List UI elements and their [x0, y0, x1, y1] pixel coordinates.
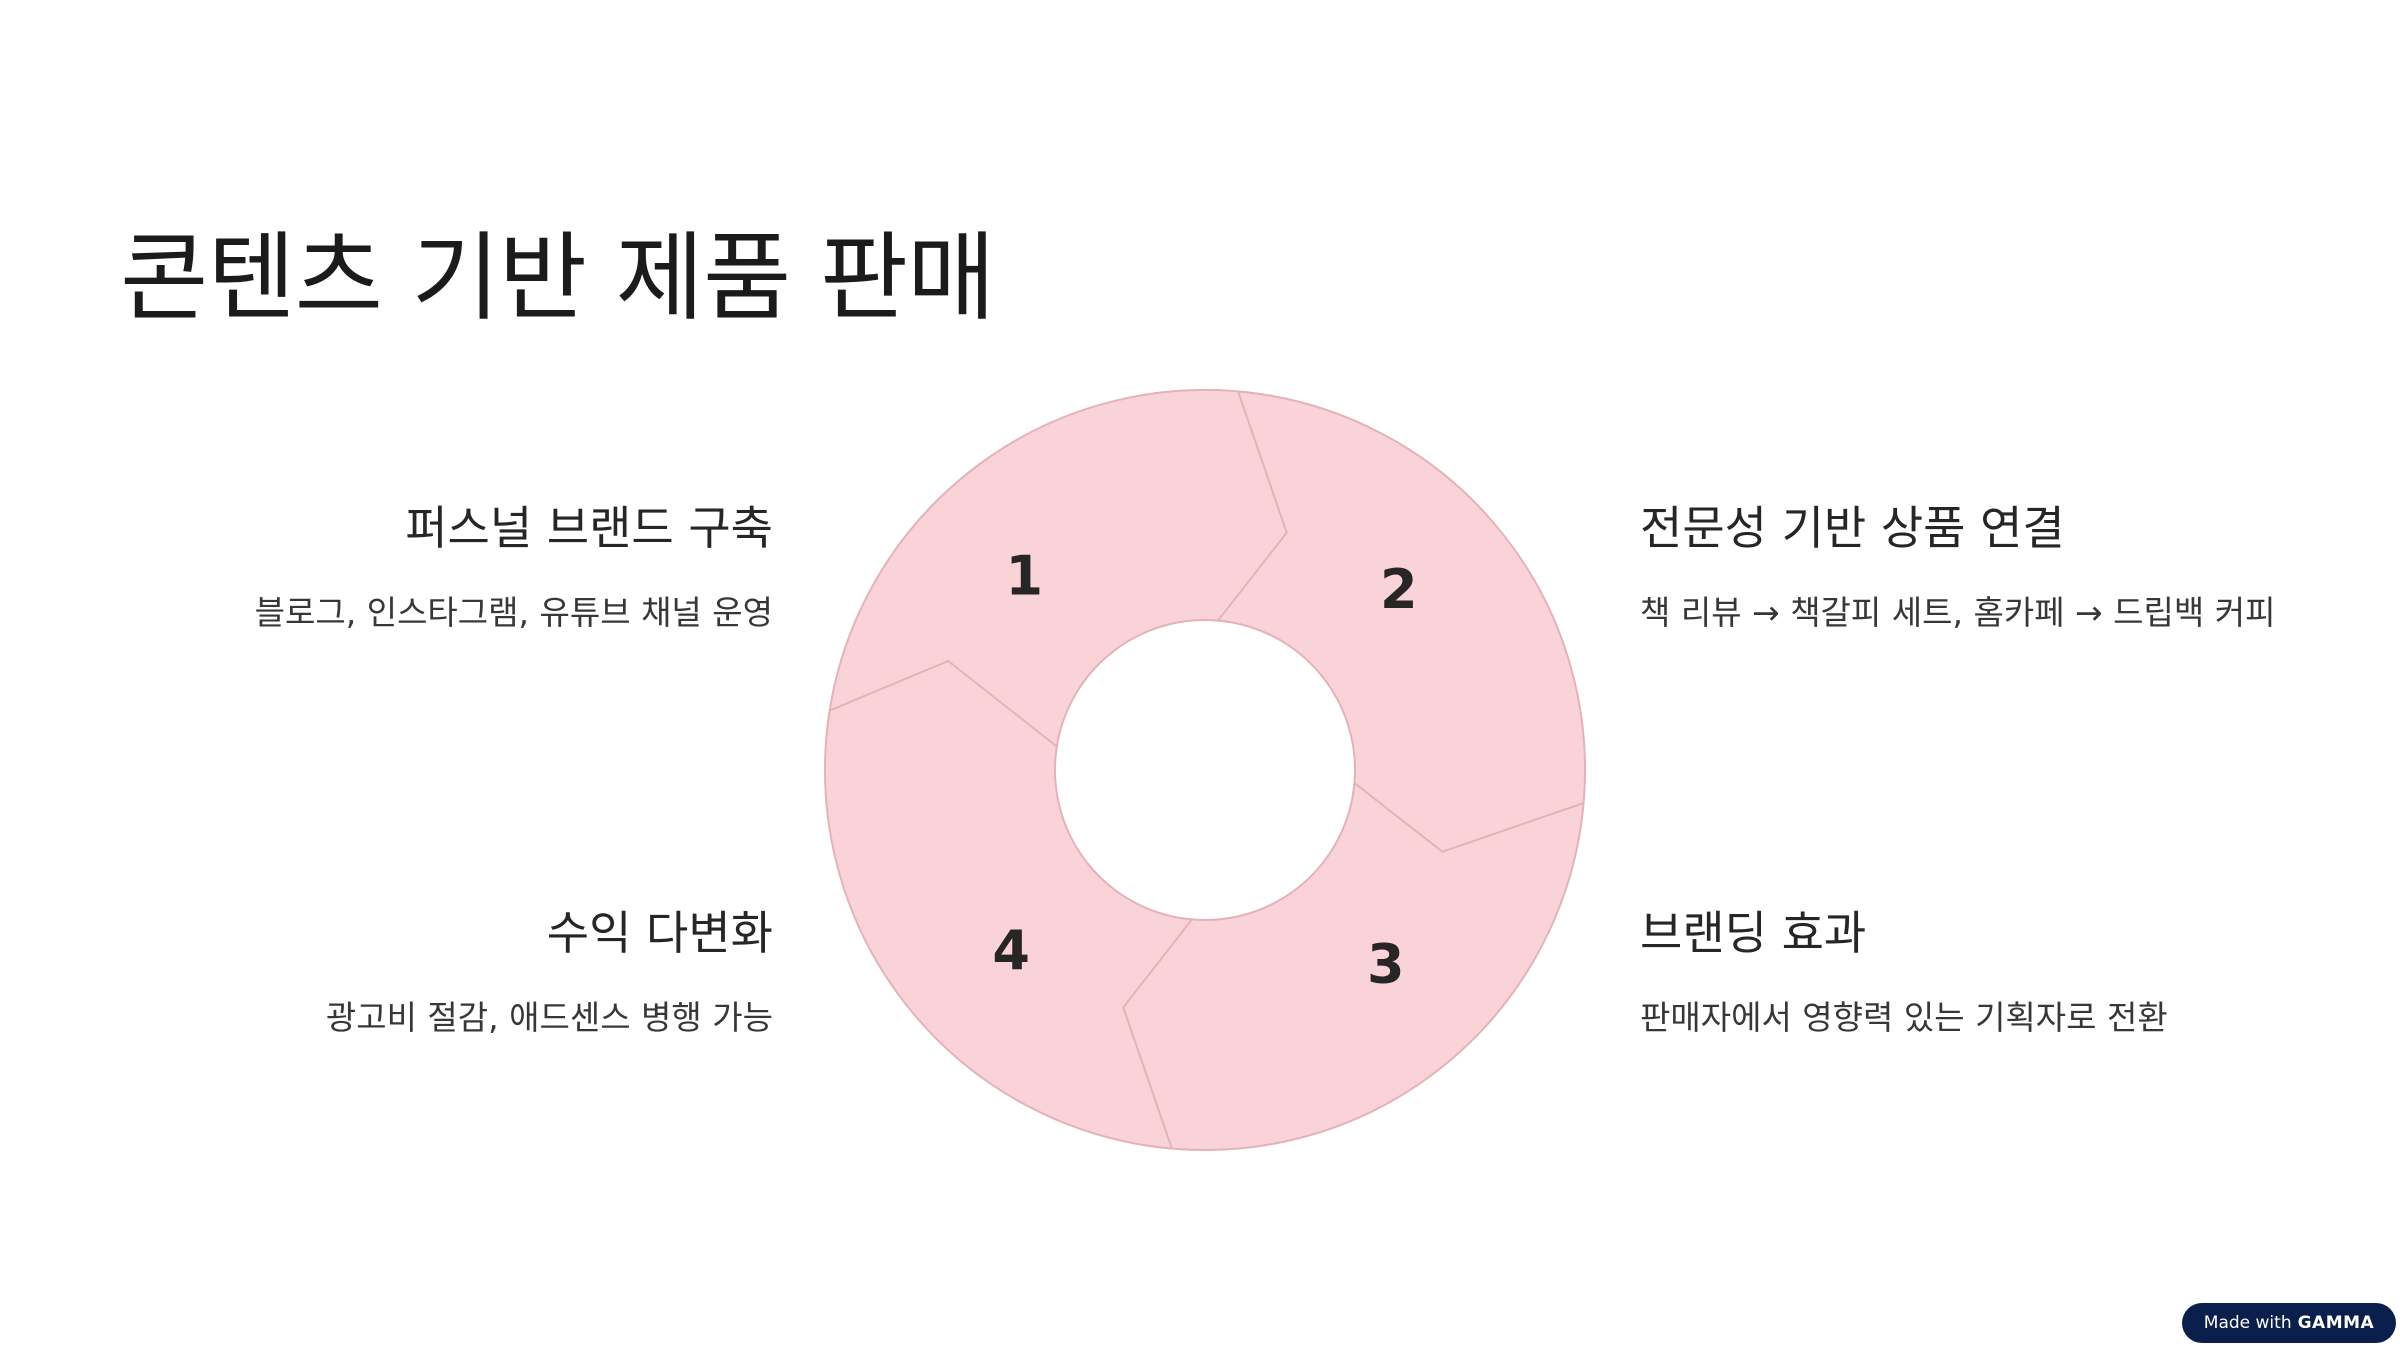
- step-2-description: 책 리뷰 → 책갈피 세트, 홈카페 → 드립백 커피: [1640, 593, 2276, 632]
- step-1-description: 블로그, 인스타그램, 유튜브 채널 운영: [254, 593, 773, 632]
- cycle-segment-4: [824, 659, 1193, 1150]
- step-1-heading: 퍼스널 브랜드 구축: [405, 501, 773, 555]
- step-number-4: 4: [992, 919, 1030, 982]
- step-4-heading: 수익 다변화: [546, 906, 773, 960]
- step-number-2: 2: [1380, 558, 1418, 621]
- cycle-diagram: 1 2 3 4: [824, 389, 1586, 1151]
- cycle-segment-2: [1217, 390, 1586, 881]
- step-4-description: 광고비 절감, 애드센스 병행 가능: [325, 998, 773, 1037]
- step-3-heading: 브랜딩 효과: [1640, 906, 1867, 960]
- step-number-3: 3: [1367, 932, 1405, 995]
- step-3-description: 판매자에서 영향력 있는 기획자로 전환: [1640, 998, 2168, 1037]
- made-with-gamma-badge[interactable]: Made with GAMMA: [2182, 1303, 2396, 1343]
- cycle-segment-3: [1094, 782, 1585, 1151]
- step-4-block: 수익 다변화 광고비 절감, 애드센스 병행 가능: [53, 897, 773, 1039]
- badge-prefix: Made with: [2203, 1313, 2292, 1333]
- step-number-1: 1: [1005, 545, 1043, 608]
- page-title: 콘텐츠 기반 제품 판매: [120, 222, 995, 334]
- step-3-block: 브랜딩 효과 판매자에서 영향력 있는 기획자로 전환: [1640, 897, 2360, 1039]
- gamma-logo: GAMMA: [2297, 1313, 2375, 1333]
- step-1-block: 퍼스널 브랜드 구축 블로그, 인스타그램, 유튜브 채널 운영: [53, 492, 773, 634]
- step-2-heading: 전문성 기반 상품 연결: [1640, 501, 2065, 555]
- step-2-block: 전문성 기반 상품 연결 책 리뷰 → 책갈피 세트, 홈카페 → 드립백 커피: [1640, 492, 2360, 634]
